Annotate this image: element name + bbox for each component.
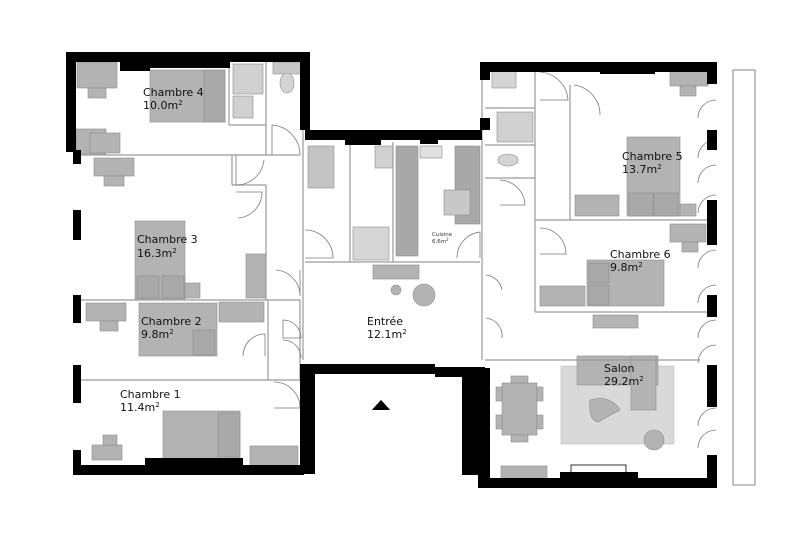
room-name-chambre3: Chambre 3	[137, 233, 198, 246]
partitions	[78, 62, 756, 486]
entrance-arrow-icon	[372, 400, 390, 410]
room-name-chambre6: Chambre 6	[610, 248, 671, 261]
room-name-entree: Entrée	[367, 315, 403, 328]
room-area-salon: 29.2m2	[604, 375, 644, 388]
room-area-entree: 12.1m2	[367, 328, 407, 341]
room-name-chambre5: Chambre 5	[622, 150, 683, 163]
room-area-chambre4: 10.0m2	[143, 99, 183, 112]
room-name-chambre4: Chambre 4	[143, 86, 204, 99]
exterior-walls	[66, 52, 717, 488]
room-area-chambre5: 13.7m2	[622, 163, 662, 176]
room-name-chambre1: Chambre 1	[120, 388, 181, 401]
room-area-cuisine: 6.6m2	[432, 237, 449, 245]
doors	[235, 71, 717, 449]
room-name-cuisine: Cuisine	[432, 232, 453, 238]
room-area-chambre1: 11.4m2	[120, 401, 160, 414]
room-area-chambre2: 9.8m2	[141, 328, 174, 341]
room-name-chambre2: Chambre 2	[141, 315, 202, 328]
room-area-chambre6: 9.8m2	[610, 261, 643, 274]
room-area-chambre3: 16.3m2	[137, 247, 177, 260]
room-labels: Chambre 4 10.0m2 Chambre 3 16.3m2 Chambr…	[120, 86, 683, 414]
furniture	[75, 61, 709, 481]
room-name-salon: Salon	[604, 362, 635, 375]
